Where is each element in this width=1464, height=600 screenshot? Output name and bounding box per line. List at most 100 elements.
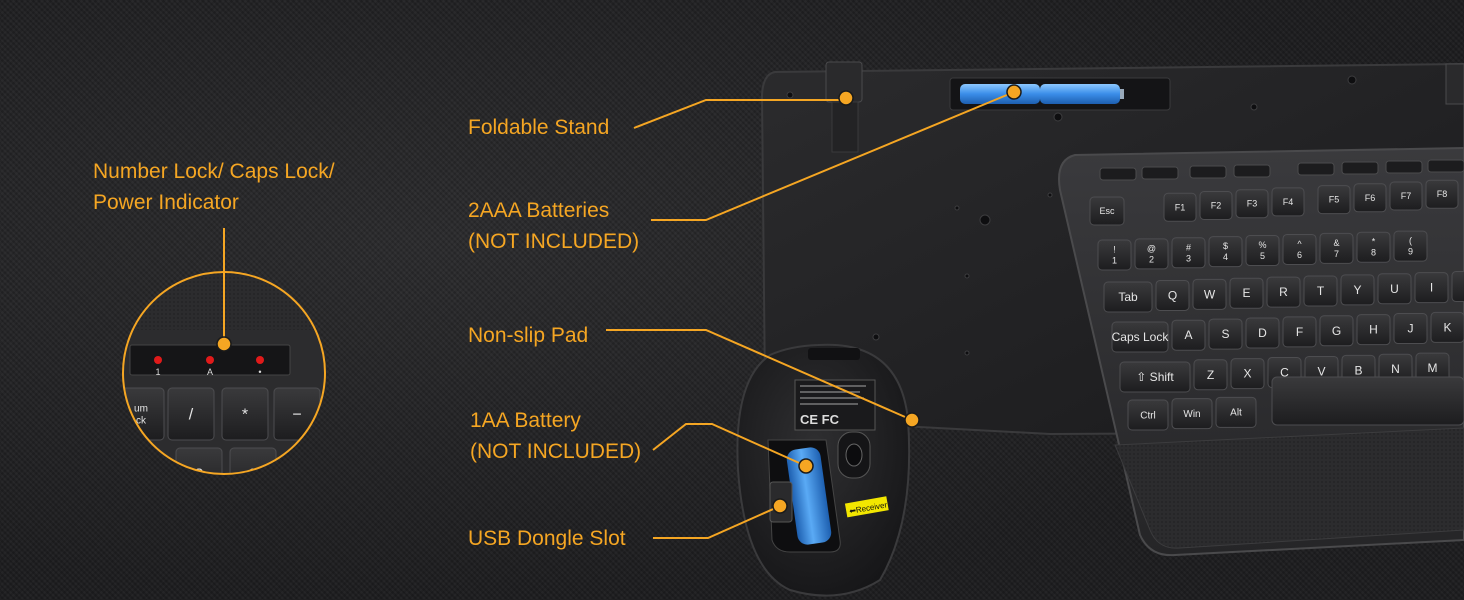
key: Caps Lock bbox=[1111, 321, 1170, 353]
svg-text:F: F bbox=[1296, 325, 1303, 339]
svg-text:F5: F5 bbox=[1329, 195, 1340, 205]
key: R bbox=[1266, 276, 1301, 308]
callout-aa-battery: 1AA Battery (NOT INCLUDED) bbox=[470, 405, 641, 467]
svg-text:E: E bbox=[1242, 286, 1250, 300]
svg-text:5: 5 bbox=[1260, 251, 1265, 261]
svg-text:Esc: Esc bbox=[1099, 206, 1115, 216]
media-keys bbox=[1099, 159, 1464, 181]
mouse-label bbox=[794, 379, 876, 431]
svg-text:•: • bbox=[258, 367, 261, 377]
svg-text:@: @ bbox=[1147, 243, 1156, 253]
key: !1 bbox=[1097, 239, 1132, 271]
callout-aa-line2: (NOT INCLUDED) bbox=[470, 440, 642, 463]
callout-batteries-line2: (NOT INCLUDED) bbox=[468, 230, 640, 253]
zoom-key: * bbox=[221, 387, 269, 441]
svg-text:U: U bbox=[1390, 282, 1399, 296]
svg-text:Tab: Tab bbox=[1118, 290, 1138, 304]
aaa-batteries bbox=[960, 84, 1124, 104]
key: F3 bbox=[1235, 189, 1269, 219]
svg-text:S: S bbox=[1221, 327, 1229, 341]
svg-text:6: 6 bbox=[1297, 250, 1302, 260]
key: F1 bbox=[1163, 192, 1197, 222]
key: Win bbox=[1171, 398, 1213, 430]
svg-text:F6: F6 bbox=[1365, 193, 1376, 203]
key: ^6 bbox=[1282, 233, 1317, 265]
svg-text:Caps Lock: Caps Lock bbox=[1112, 330, 1170, 344]
callout-batteries: 2AAA Batteries (NOT INCLUDED) bbox=[468, 195, 639, 257]
key: J bbox=[1393, 313, 1428, 345]
svg-text:(: ( bbox=[1409, 236, 1412, 246]
svg-text:Y: Y bbox=[1353, 283, 1361, 297]
key: Tab bbox=[1103, 281, 1153, 313]
key: F8 bbox=[1425, 179, 1459, 209]
svg-text:K: K bbox=[1443, 320, 1451, 334]
key: Q bbox=[1155, 279, 1190, 311]
svg-text:Ctrl: Ctrl bbox=[1140, 410, 1156, 421]
key: I bbox=[1414, 272, 1449, 304]
callout-indicator-line2: Power Indicator bbox=[93, 191, 239, 214]
key: X bbox=[1230, 358, 1265, 390]
svg-text:/: / bbox=[189, 406, 194, 423]
svg-text:ck: ck bbox=[136, 415, 147, 426]
callout-stand: Foldable Stand bbox=[468, 112, 609, 143]
screw-holes bbox=[786, 75, 1357, 356]
key: ⇧ Shift bbox=[1119, 361, 1191, 393]
key: (9 bbox=[1393, 230, 1428, 262]
svg-text:−: − bbox=[292, 406, 301, 423]
svg-text:A: A bbox=[1184, 328, 1192, 342]
svg-text:G: G bbox=[1332, 324, 1341, 338]
indicator-led: A bbox=[206, 356, 214, 377]
key: S bbox=[1208, 318, 1243, 350]
svg-text:#: # bbox=[1186, 242, 1191, 252]
key: O bbox=[1451, 271, 1464, 303]
svg-text:8: 8 bbox=[1371, 248, 1376, 258]
callout-indicator: Number Lock/ Caps Lock/ Power Indicator bbox=[93, 156, 335, 218]
callout-dongle-line1: USB Dongle Slot bbox=[468, 527, 626, 550]
svg-text:1: 1 bbox=[155, 367, 160, 377]
svg-text:2: 2 bbox=[1149, 254, 1154, 264]
svg-text:4: 4 bbox=[1223, 252, 1228, 262]
svg-text:F4: F4 bbox=[1283, 197, 1294, 207]
callout-pad: Non-slip Pad bbox=[468, 320, 588, 351]
svg-text:Z: Z bbox=[1207, 368, 1214, 382]
key: F7 bbox=[1389, 181, 1423, 211]
svg-text:V: V bbox=[1317, 364, 1325, 378]
svg-text:1: 1 bbox=[1112, 256, 1117, 266]
svg-text:Alt: Alt bbox=[1230, 408, 1242, 419]
key: E bbox=[1229, 277, 1264, 309]
key: &7 bbox=[1319, 232, 1354, 264]
foldable-stand bbox=[825, 61, 863, 153]
svg-text:7: 7 bbox=[1334, 249, 1339, 259]
key: T bbox=[1303, 275, 1338, 307]
key: Esc bbox=[1089, 196, 1125, 226]
svg-text:3: 3 bbox=[1186, 253, 1191, 263]
svg-text:%: % bbox=[1258, 240, 1266, 250]
svg-text:F3: F3 bbox=[1247, 199, 1258, 209]
key: *8 bbox=[1356, 231, 1391, 263]
svg-text:I: I bbox=[1430, 281, 1433, 295]
key: U bbox=[1377, 273, 1412, 305]
svg-text:F7: F7 bbox=[1401, 191, 1412, 201]
key: H bbox=[1356, 314, 1391, 346]
zoom-key: − bbox=[273, 387, 321, 441]
callout-lines bbox=[223, 91, 1015, 539]
key: %5 bbox=[1245, 235, 1280, 267]
key: Ctrl bbox=[1127, 399, 1169, 431]
svg-text:N: N bbox=[1391, 362, 1400, 376]
svg-text:F1: F1 bbox=[1175, 202, 1186, 212]
key: F5 bbox=[1317, 185, 1351, 215]
spacebar bbox=[1271, 376, 1464, 426]
svg-text:^: ^ bbox=[1297, 239, 1302, 249]
key: G bbox=[1319, 315, 1354, 347]
indicator-led: 1 bbox=[154, 356, 162, 377]
svg-text:9: 9 bbox=[1408, 247, 1413, 257]
callout-dongle: USB Dongle Slot bbox=[468, 523, 626, 554]
svg-text:8: 8 bbox=[195, 466, 204, 483]
callout-pad-line1: Non-slip Pad bbox=[468, 324, 589, 347]
indicator-led: • bbox=[256, 356, 264, 377]
svg-text:Q: Q bbox=[1168, 288, 1177, 302]
svg-text:*: * bbox=[1372, 237, 1376, 247]
key: F2 bbox=[1199, 191, 1233, 220]
